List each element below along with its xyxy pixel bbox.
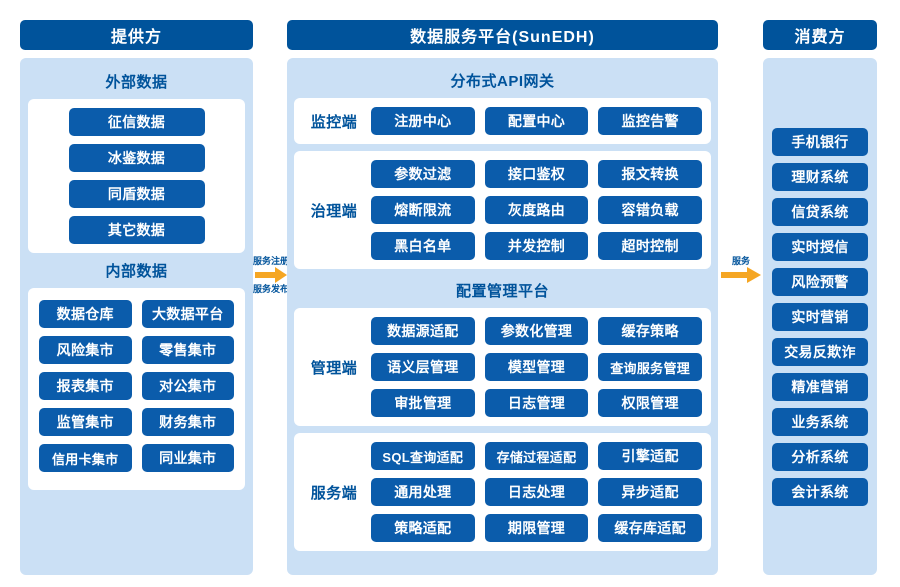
chip-consumer-5[interactable]: 实时营销 [772,302,868,331]
chip-service-6[interactable]: 策略适配 [371,514,475,542]
chip-service-7[interactable]: 期限管理 [484,514,589,542]
chip-governance-5[interactable]: 容错负载 [598,196,702,224]
external-data-list: 征信数据 冰鉴数据 同盾数据 其它数据 [68,108,205,244]
platform-column-body: 分布式API网关 监控端 注册中心 配置中心 监控告警 治理端 [287,58,718,575]
chip-service-0[interactable]: SQL查询适配 [371,442,475,470]
chip-consumer-3[interactable]: 实时授信 [772,232,868,261]
arrow-right-icon [721,267,761,283]
chip-external-2[interactable]: 同盾数据 [68,180,205,208]
management-chip-grid: 数据源适配 参数化管理 缓存策略 语义层管理 模型管理 查询服务管理 审批管理 … [371,317,702,417]
chip-management-4[interactable]: 模型管理 [484,353,589,381]
chip-internal-1[interactable]: 大数据平台 [141,300,234,328]
chip-consumer-1[interactable]: 理财系统 [772,162,868,191]
chip-service-5[interactable]: 异步适配 [598,478,702,506]
config-platform-group: 配置管理平台 管理端 数据源适配 参数化管理 缓存策略 语义层管理 模型管理 查… [294,275,711,551]
service-delivery-arrow: 服务 [718,255,764,283]
internal-data-card: 数据仓库 大数据平台 风险集市 零售集市 报表集市 对公集市 监管集市 财务集市… [28,288,245,490]
chip-internal-2[interactable]: 风险集市 [39,336,132,364]
consumer-column-header: 消费方 [763,20,877,50]
provider-column-body: 外部数据 征信数据 冰鉴数据 同盾数据 其它数据 内部数据 数据仓库 大数据 [20,58,253,575]
external-data-title: 外部数据 [105,74,168,91]
chip-service-4[interactable]: 日志处理 [484,478,589,506]
chip-service-2[interactable]: 引擎适配 [598,442,702,470]
chip-external-1[interactable]: 冰鉴数据 [68,144,205,172]
chip-consumer-7[interactable]: 精准营销 [772,372,868,401]
service-row: 服务端 SQL查询适配 存储过程适配 引擎适配 通用处理 日志处理 异步适配 策… [303,442,702,542]
service-row-card: 服务端 SQL查询适配 存储过程适配 引擎适配 通用处理 日志处理 异步适配 策… [294,433,711,551]
internal-data-grid: 数据仓库 大数据平台 风险集市 零售集市 报表集市 对公集市 监管集市 财务集市… [39,300,234,472]
governance-row-label: 治理端 [310,202,358,220]
chip-internal-7[interactable]: 财务集市 [141,408,234,436]
management-row: 管理端 数据源适配 参数化管理 缓存策略 语义层管理 模型管理 查询服务管理 审… [303,317,702,417]
chip-management-3[interactable]: 语义层管理 [371,353,475,381]
chip-internal-5[interactable]: 对公集市 [141,372,234,400]
arrow-right-icon [255,267,287,283]
chip-consumer-9[interactable]: 分析系统 [772,442,868,471]
chip-internal-3[interactable]: 零售集市 [141,336,234,364]
chip-consumer-2[interactable]: 信贷系统 [772,197,868,226]
monitor-row: 监控端 注册中心 配置中心 监控告警 [303,107,702,135]
arrow-left-top-label: 服务注册 [253,256,290,266]
chip-internal-0[interactable]: 数据仓库 [39,300,132,328]
chip-governance-1[interactable]: 接口鉴权 [484,160,589,188]
chip-management-7[interactable]: 日志管理 [484,389,589,417]
chip-monitor-2[interactable]: 监控告警 [598,107,702,135]
service-row-label: 服务端 [310,484,358,502]
chip-governance-0[interactable]: 参数过滤 [371,160,475,188]
config-platform-title: 配置管理平台 [455,283,549,300]
chip-consumer-8[interactable]: 业务系统 [772,407,868,436]
chip-management-8[interactable]: 权限管理 [598,389,702,417]
chip-monitor-1[interactable]: 配置中心 [484,107,589,135]
monitor-chip-grid: 注册中心 配置中心 监控告警 [371,107,702,135]
chip-governance-6[interactable]: 黑白名单 [371,232,475,260]
provider-column: 提供方 外部数据 征信数据 冰鉴数据 同盾数据 其它数据 内部数据 [20,20,253,575]
service-chip-grid: SQL查询适配 存储过程适配 引擎适配 通用处理 日志处理 异步适配 策略适配 … [371,442,702,542]
management-row-label: 管理端 [310,359,358,377]
provider-column-header: 提供方 [20,20,253,50]
chip-consumer-0[interactable]: 手机银行 [772,127,868,156]
chip-governance-8[interactable]: 超时控制 [598,232,702,260]
internal-data-group: 内部数据 数据仓库 大数据平台 风险集市 零售集市 报表集市 对公集市 监管集市… [28,255,245,490]
chip-management-1[interactable]: 参数化管理 [484,317,589,345]
governance-row: 治理端 参数过滤 接口鉴权 报文转换 熔断限流 灰度路由 容错负载 黑白名单 并… [303,160,702,260]
platform-column: 数据服务平台(SunEDH) 分布式API网关 监控端 注册中心 配置中心 监控… [287,20,718,575]
chip-service-3[interactable]: 通用处理 [371,478,475,506]
chip-management-2[interactable]: 缓存策略 [598,317,702,345]
api-gateway-title: 分布式API网关 [450,73,555,90]
api-gateway-group: 分布式API网关 监控端 注册中心 配置中心 监控告警 治理端 [294,65,711,269]
consumer-column: 消费方 手机银行 理财系统 信贷系统 实时授信 风险预警 实时营销 交易反欺诈 … [763,20,877,575]
internal-data-title: 内部数据 [105,263,168,280]
monitor-row-label: 监控端 [310,113,358,131]
chip-governance-4[interactable]: 灰度路由 [484,196,589,224]
arrow-right-top-label: 服务 [731,256,750,266]
external-data-group: 外部数据 征信数据 冰鉴数据 同盾数据 其它数据 [28,66,245,253]
chip-consumer-4[interactable]: 风险预警 [772,267,868,296]
chip-consumer-6[interactable]: 交易反欺诈 [772,337,868,366]
management-row-card: 管理端 数据源适配 参数化管理 缓存策略 语义层管理 模型管理 查询服务管理 审… [294,308,711,426]
chip-service-8[interactable]: 缓存库适配 [598,514,702,542]
service-register-arrow: 服务注册 服务发布 [253,255,289,295]
chip-management-5[interactable]: 查询服务管理 [598,353,702,381]
chip-governance-3[interactable]: 熔断限流 [371,196,475,224]
chip-governance-7[interactable]: 并发控制 [484,232,589,260]
governance-chip-grid: 参数过滤 接口鉴权 报文转换 熔断限流 灰度路由 容错负载 黑白名单 并发控制 … [371,160,702,260]
consumer-column-body: 手机银行 理财系统 信贷系统 实时授信 风险预警 实时营销 交易反欺诈 精准营销… [763,58,877,575]
external-data-card: 征信数据 冰鉴数据 同盾数据 其它数据 [28,99,245,253]
arrow-left-bottom-label: 服务发布 [253,284,290,294]
chip-consumer-10[interactable]: 会计系统 [772,477,868,506]
chip-management-6[interactable]: 审批管理 [371,389,475,417]
chip-internal-9[interactable]: 同业集市 [141,444,234,472]
chip-external-0[interactable]: 征信数据 [68,108,205,136]
chip-internal-6[interactable]: 监管集市 [39,408,132,436]
chip-internal-4[interactable]: 报表集市 [39,372,132,400]
chip-external-3[interactable]: 其它数据 [68,216,205,244]
chip-internal-8[interactable]: 信用卡集市 [39,444,132,472]
chip-management-0[interactable]: 数据源适配 [371,317,475,345]
chip-monitor-0[interactable]: 注册中心 [371,107,475,135]
platform-column-header: 数据服务平台(SunEDH) [287,20,718,50]
chip-governance-2[interactable]: 报文转换 [598,160,702,188]
chip-service-1[interactable]: 存储过程适配 [484,442,589,470]
governance-row-card: 治理端 参数过滤 接口鉴权 报文转换 熔断限流 灰度路由 容错负载 黑白名单 并… [294,151,711,269]
monitor-row-card: 监控端 注册中心 配置中心 监控告警 [294,98,711,144]
